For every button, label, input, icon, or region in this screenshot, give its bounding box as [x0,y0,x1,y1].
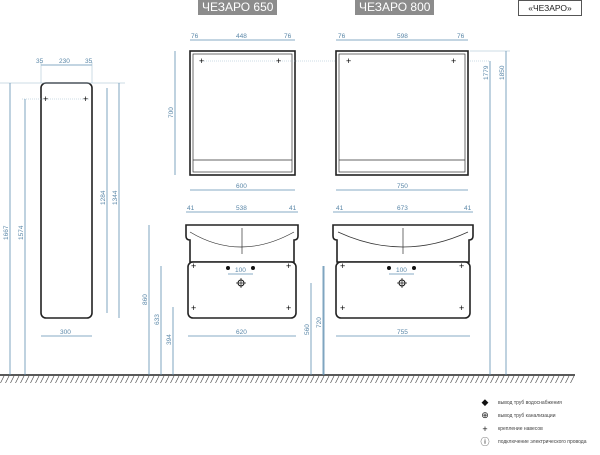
dim-mirror650-width: 600 [236,183,247,190]
dim-mirror-mount-height: 1779 [483,65,490,80]
dim-vanity650-water: 720 [316,317,323,328]
svg-text:+: + [459,261,464,271]
dim-column-body: 1344 [112,190,119,205]
dim-vanity650-right: 41 [289,205,297,212]
electric-icon: ⓘ [480,437,490,447]
dim-vanity650-drain: 560 [304,324,311,335]
dim-vanity800-right: 41 [464,205,472,212]
dim-vanity800-pipes: 100 [396,267,407,274]
dim-mirror800-right: 76 [457,33,465,40]
legend: ◆вывод труб водоснабжения ⊕вывод труб ка… [478,396,587,448]
svg-text:+: + [451,56,456,66]
dim-column-inner: 1284 [100,190,107,205]
svg-text:+: + [191,303,196,313]
tall-cabinet: + + [0,62,125,375]
mount-point-icon: + [482,423,488,434]
dim-vanity650-lower: 394 [166,334,173,345]
dim-vanity650-width: 620 [236,329,247,336]
dim-mirror800-left: 76 [338,33,346,40]
legend-item: ⊕вывод труб канализации [478,409,587,422]
svg-text:+: + [199,56,204,66]
dim-mirror800-mid: 598 [397,33,408,40]
dim-vanity650-upper: 633 [154,314,161,325]
drain-outlet-icon: ⊕ [481,410,489,420]
vanity-650: + + + + [148,211,324,375]
series-label: «ЧЕЗАРО» [518,0,582,16]
svg-text:+: + [191,261,196,271]
legend-item: ◆вывод труб водоснабжения [478,396,587,409]
dim-column-width: 300 [60,329,71,336]
water-outlet-icon: ◆ [481,397,489,407]
mount-point-icon: + [43,94,48,104]
dim-column-left: 35 [36,58,44,65]
svg-text:+: + [346,56,351,66]
legend-item: +крепление навесов [478,422,587,435]
dim-mirror650-right: 76 [284,33,292,40]
mount-point-icon: + [83,94,88,104]
dim-column-right: 35 [85,58,93,65]
dim-mirror650-left: 76 [191,33,199,40]
dim-vanity800-left: 41 [336,205,344,212]
dim-mirror650-mid: 448 [236,33,247,40]
svg-text:+: + [276,56,281,66]
dim-vanity650-top: 860 [142,294,149,305]
dim-column-mount: 1574 [18,225,25,240]
dim-vanity800-width: 755 [397,329,408,336]
dim-mirror800-width: 750 [397,183,408,190]
dim-vanity800-mid: 673 [397,205,408,212]
svg-text:+: + [286,261,291,271]
title-cesaro-800: ЧЕЗАРО 800 [355,0,435,15]
dim-vanity650-pipes: 100 [235,267,246,274]
dim-mirror-top-height: 1850 [499,65,506,80]
dim-column-mid: 230 [59,58,70,65]
mirror-800: ++ [335,39,510,375]
svg-text:+: + [340,261,345,271]
vanity-800: + + + + [323,211,474,375]
title-cesaro-650: ЧЕЗАРО 650 [198,0,278,15]
dim-vanity650-mid: 538 [236,205,247,212]
dim-mirror650-height: 700 [168,107,175,118]
svg-text:+: + [286,303,291,313]
dim-column-total: 1667 [3,225,10,240]
floor-line [0,374,575,383]
mirror-650: ++ [174,39,490,191]
dim-vanity650-left: 41 [187,205,195,212]
svg-text:+: + [340,303,345,313]
svg-text:+: + [459,303,464,313]
